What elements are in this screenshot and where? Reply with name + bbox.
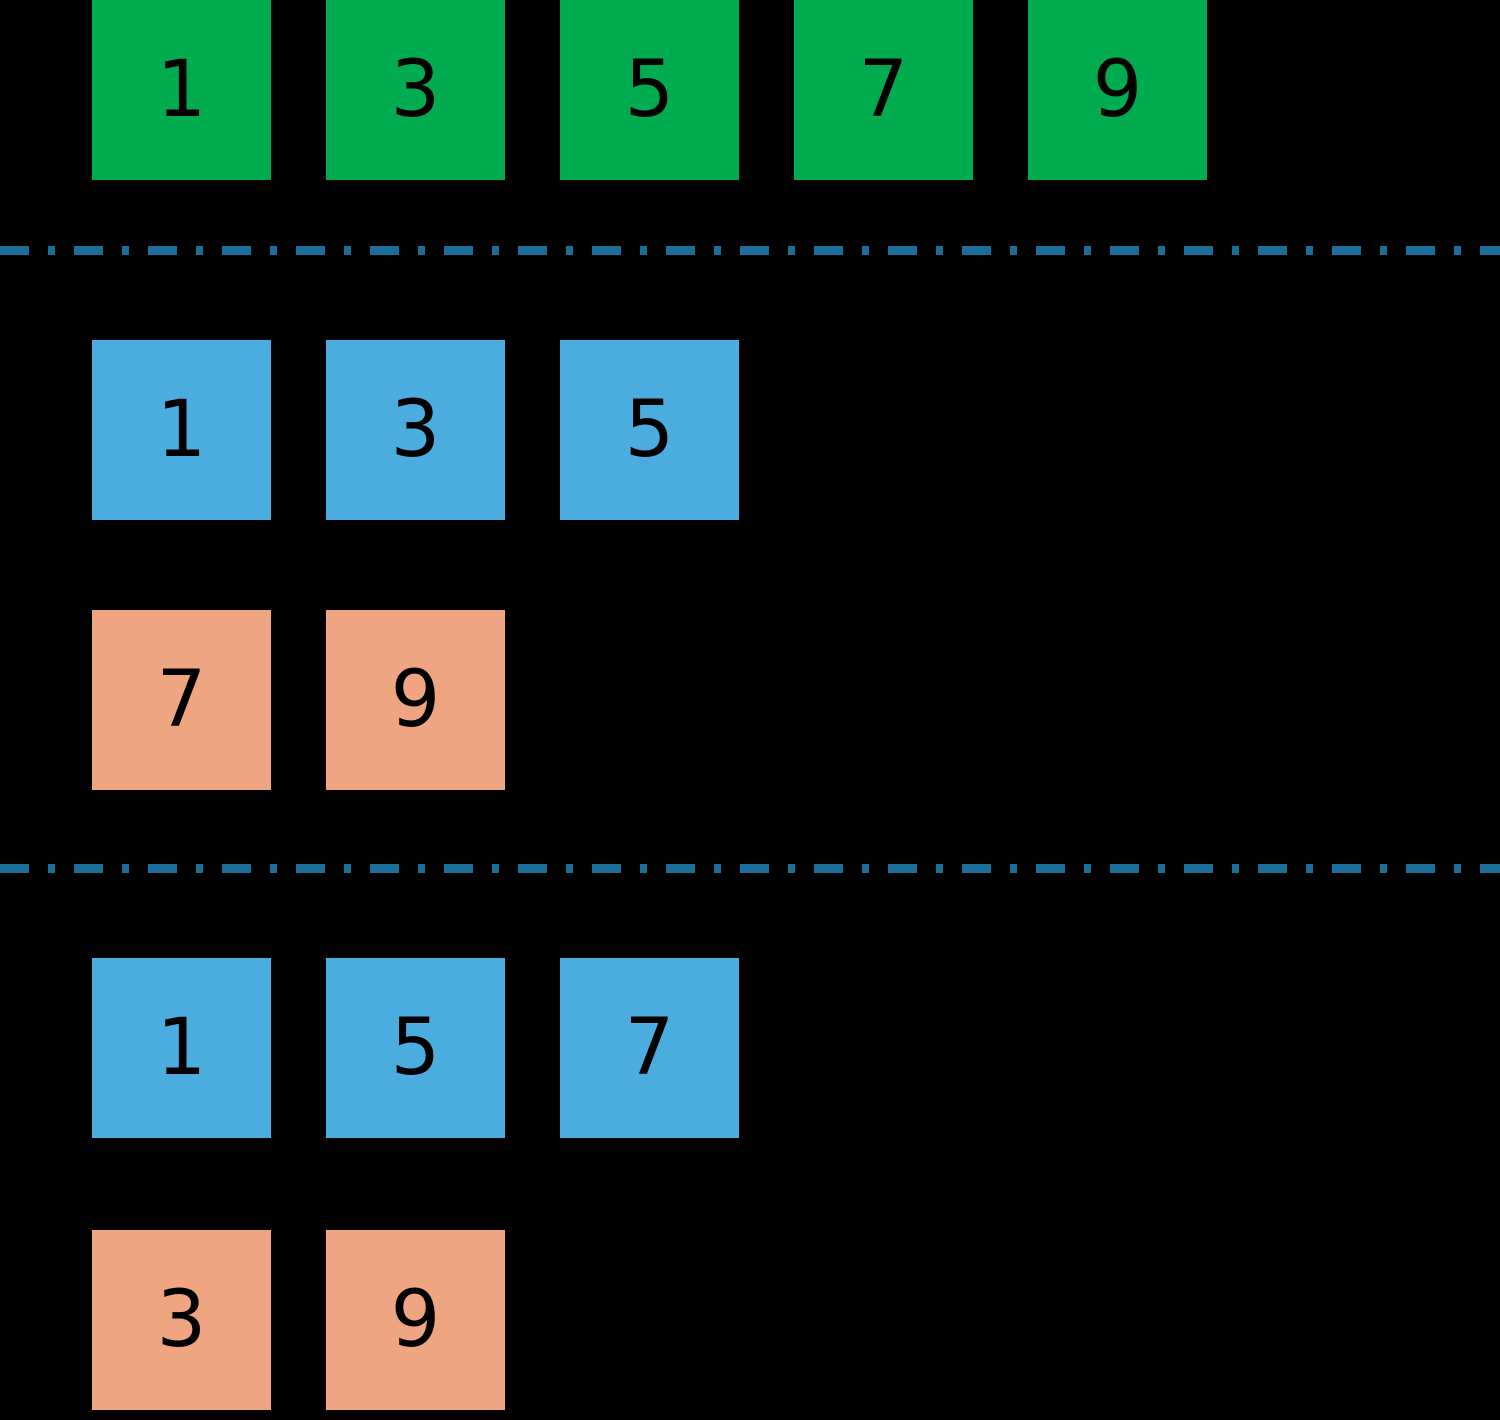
- array-cell[interactable]: 1: [92, 958, 271, 1138]
- array-cell[interactable]: 7: [560, 958, 739, 1138]
- array-cell[interactable]: 3: [326, 340, 505, 520]
- level-separator-line: [0, 864, 1500, 873]
- array-cell[interactable]: 5: [560, 0, 739, 180]
- array-cell[interactable]: 3: [326, 0, 505, 180]
- array-cell[interactable]: 7: [92, 610, 271, 790]
- array-cell[interactable]: 5: [560, 340, 739, 520]
- array-cell[interactable]: 9: [326, 1230, 505, 1410]
- array-cell[interactable]: 5: [326, 958, 505, 1138]
- array-cell[interactable]: 9: [326, 610, 505, 790]
- array-cell[interactable]: 1: [92, 0, 271, 180]
- array-cell[interactable]: 3: [92, 1230, 271, 1410]
- array-cell[interactable]: 1: [92, 340, 271, 520]
- level-separator-line: [0, 246, 1500, 255]
- array-cell[interactable]: 9: [1028, 0, 1207, 180]
- array-cell[interactable]: 7: [794, 0, 973, 180]
